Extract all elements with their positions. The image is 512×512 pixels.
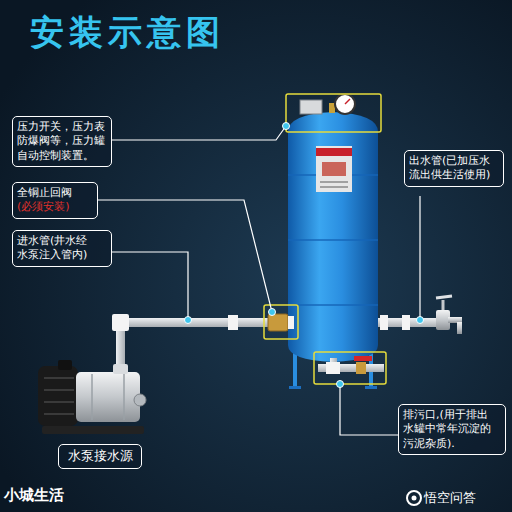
leader-line bbox=[340, 384, 398, 435]
pipe-socket bbox=[402, 315, 410, 330]
callout-text: (必须安装) bbox=[17, 200, 93, 214]
leader-line bbox=[419, 196, 420, 318]
pump-inlet bbox=[134, 394, 146, 406]
pump-band bbox=[91, 374, 93, 420]
callout-text: 压力开关，压力表 防爆阀等，压力罐 自动控制装置。 bbox=[17, 120, 107, 163]
tank-rib bbox=[288, 239, 378, 241]
pipe-socket bbox=[380, 315, 388, 330]
pump-motor bbox=[38, 366, 78, 426]
leader-dot bbox=[283, 123, 290, 130]
pipe-elbow bbox=[112, 314, 129, 331]
check-valve bbox=[268, 314, 288, 331]
callout-box: 出水管(已加压水 流出供生活使用) bbox=[404, 150, 504, 187]
pressure-tank bbox=[288, 112, 378, 362]
watermark-logo bbox=[412, 496, 417, 501]
motor-fin bbox=[44, 401, 74, 403]
pump-outlet bbox=[113, 364, 128, 374]
faucet-body bbox=[436, 310, 450, 330]
valve-handle bbox=[354, 356, 372, 361]
motor-fin bbox=[44, 377, 74, 379]
sticker-logo bbox=[322, 162, 346, 176]
motor-fin bbox=[44, 389, 74, 391]
tank-sticker bbox=[316, 146, 352, 192]
tank-foot bbox=[289, 386, 301, 389]
faucet-handle bbox=[436, 296, 452, 298]
highlight-frame bbox=[264, 305, 298, 339]
pipe-socket bbox=[228, 315, 238, 330]
callout-box: 排污口,(用于排出 水罐中常年沉淀的 污泥杂质). bbox=[398, 404, 506, 455]
sticker-band bbox=[316, 148, 352, 156]
callout-text: 进水管(井水经 水泵注入管内) bbox=[17, 234, 107, 263]
faucet-stem bbox=[442, 300, 445, 310]
watermark-text: 悟空问答 bbox=[424, 489, 476, 507]
sticker-line bbox=[320, 186, 348, 188]
callout-text: 全铜止回阀 bbox=[17, 186, 93, 200]
leader-dot bbox=[269, 309, 276, 316]
callout-box: 全铜止回阀(必须安装) bbox=[12, 182, 98, 219]
leader-dot bbox=[417, 317, 424, 324]
sticker-line bbox=[320, 181, 348, 183]
leader-dot bbox=[185, 317, 192, 324]
motor-box bbox=[58, 360, 72, 370]
callout-box: 水泵接水源 bbox=[58, 444, 142, 469]
pump-band bbox=[123, 374, 125, 420]
watermark-logo bbox=[407, 491, 421, 505]
callout-box: 进水管(井水经 水泵注入管内) bbox=[12, 230, 112, 267]
leader-line bbox=[112, 126, 286, 140]
leader-line bbox=[112, 252, 188, 318]
pump-base bbox=[42, 426, 144, 434]
leader-dot bbox=[337, 381, 344, 388]
pressure-switch bbox=[300, 100, 322, 114]
diagram-title: 安装示意图 bbox=[30, 10, 225, 56]
tank-foot bbox=[365, 386, 377, 389]
drain-valve bbox=[356, 362, 366, 374]
highlight-frame bbox=[314, 352, 386, 384]
callout-text: 出水管(已加压水 流出供生活使用) bbox=[409, 154, 499, 183]
motor-fin bbox=[44, 413, 74, 415]
watermark-text: 小城生活 bbox=[4, 486, 64, 505]
leader-line bbox=[98, 200, 272, 312]
callout-box: 压力开关，压力表 防爆阀等，压力罐 自动控制装置。 bbox=[12, 116, 112, 167]
pump-body bbox=[76, 372, 140, 422]
callout-text: 排污口,(用于排出 水罐中常年沉淀的 污泥杂质). bbox=[403, 408, 501, 451]
highlight-frame bbox=[286, 94, 381, 132]
callout-text: 水泵接水源 bbox=[63, 448, 137, 465]
pressure-gauge bbox=[335, 94, 355, 114]
tank-rib bbox=[288, 304, 378, 306]
pipe-socket bbox=[326, 362, 340, 374]
faucet-spout bbox=[457, 322, 462, 334]
pipe-socket bbox=[288, 316, 294, 329]
gauge-needle bbox=[345, 99, 350, 104]
